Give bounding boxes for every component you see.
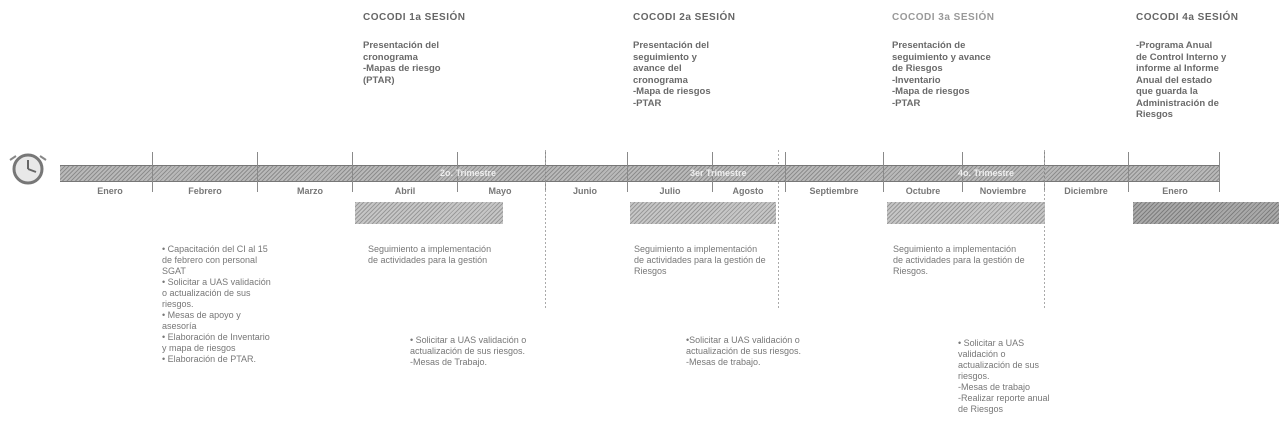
month-label: Septiembre [809, 186, 859, 196]
follow-up-note-2: Seguimiento a implementación de activida… [634, 244, 766, 276]
session-band-1 [355, 202, 503, 224]
planning-note: • Capacitación del CI al 15 de febrero c… [162, 244, 271, 364]
tick [627, 152, 628, 192]
month-label: Julio [659, 186, 681, 196]
tick [785, 152, 786, 192]
month-label: Mayo [488, 186, 512, 196]
tick [457, 152, 458, 192]
tick [1128, 152, 1129, 192]
session-band-2 [630, 202, 776, 224]
tick [152, 152, 153, 192]
bottom-note-2: •Solicitar a UAS validación o actualizac… [686, 335, 802, 367]
tick [257, 152, 258, 192]
follow-up-note-1: Seguimiento a implementación de activida… [368, 244, 492, 265]
tick [352, 152, 353, 192]
bar-label-q3: 3er Trimestre [690, 168, 747, 178]
guide-line [545, 150, 546, 310]
session-title-2: COCODI 2a SESIÓN [633, 12, 736, 23]
session-title-4: COCODI 4a SESIÓN [1136, 12, 1239, 23]
session-body-3: Presentación de seguimiento y avance de … [892, 40, 991, 109]
guide-line [1044, 150, 1045, 310]
session-title-3: COCODI 3a SESIÓN [892, 12, 995, 23]
bottom-note-3: • Solicitar a UAS validación o actualiza… [958, 338, 1050, 414]
tick [712, 152, 713, 192]
tick [1219, 152, 1220, 192]
session-title-1: COCODI 1a SESIÓN [363, 12, 466, 23]
month-label: Octubre [905, 186, 941, 196]
follow-up-note-3: Seguimiento a implementación de activida… [893, 244, 1025, 276]
month-label: Noviembre [979, 186, 1027, 196]
month-label: Junio [573, 186, 597, 196]
session-body-4: -Programa Anual de Control Interno y inf… [1136, 40, 1227, 120]
session-body-2: Presentación del seguimiento y avance de… [633, 40, 711, 109]
session-band-4 [1133, 202, 1279, 224]
month-label: Enero [97, 186, 123, 196]
tick [883, 152, 884, 192]
bottom-note-1: • Solicitar a UAS validación o actualiza… [410, 335, 527, 367]
month-label: Abril [394, 186, 416, 196]
month-label: Agosto [732, 186, 764, 196]
bar-label-q2: 2o. Trimestre [440, 168, 497, 178]
clock-icon [9, 153, 47, 185]
month-label: Diciembre [1064, 186, 1108, 196]
month-label: Febrero [188, 186, 222, 196]
guide-line [778, 150, 779, 310]
timeline-bar [60, 165, 1220, 182]
session-body-1: Presentación del cronograma -Mapas de ri… [363, 40, 441, 86]
month-label: Enero [1162, 186, 1188, 196]
month-label: Marzo [296, 186, 323, 196]
bar-label-q4: 4o. Trimestre [958, 168, 1015, 178]
session-band-3 [887, 202, 1045, 224]
tick [962, 152, 963, 192]
